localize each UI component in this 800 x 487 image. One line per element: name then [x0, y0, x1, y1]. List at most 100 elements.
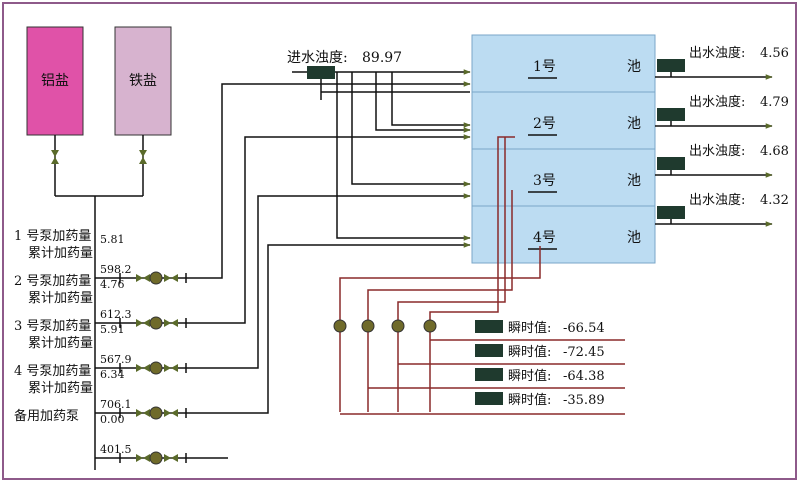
pump-label-5: 备用加药泵: [14, 408, 79, 424]
instant-value-sensors: 瞬时值: -66.54 瞬时值: -72.45 瞬时值: -64.38 瞬时值: -35.89: [333, 136, 625, 415]
instant-value-1: -66.54: [563, 321, 605, 336]
instant-sensor-1: [475, 320, 503, 333]
pump-motor-icon: [149, 451, 163, 465]
inlet-turbidity-value: 89.97: [362, 50, 402, 66]
inlet-turbidity-label: 进水浊度:: [287, 50, 348, 66]
pump-label-4: 4 号泵加药量: [14, 364, 91, 379]
inlet-sensor: [307, 66, 335, 79]
sampling-node-icon: [361, 319, 375, 333]
outlet-turbidity-value: 4.68: [760, 144, 789, 159]
pool-labels: 1号池2号池3号池4号池: [528, 59, 641, 250]
sampling-node-icon: [333, 319, 347, 333]
pump-valve-icon: [136, 409, 150, 417]
pool-suffix-3: 池: [627, 173, 641, 189]
pool-dividers: [472, 91, 655, 207]
pump-total-1: 598.2: [100, 263, 132, 276]
pump-line-1: [170, 81, 471, 279]
sampling-node-icon: [391, 319, 405, 333]
pump-motor-icon: [149, 361, 163, 375]
pool-name-2: 2号: [533, 116, 556, 132]
pump-label-1: 1 号泵加药量: [14, 229, 91, 244]
pump-line-4: [170, 242, 471, 414]
outlet-sensor-1: [657, 59, 685, 72]
pump-line-3: [170, 193, 471, 369]
red-line-1: [429, 136, 515, 412]
pump-valve-icon: [136, 274, 150, 282]
pool-name-3: 3号: [533, 173, 556, 189]
pump-rate-1: 5.81: [100, 233, 125, 246]
pump-total-2: 612.3: [100, 308, 132, 321]
pump-motor-icon: [149, 316, 163, 330]
inlet-branch-2b: [391, 72, 471, 128]
instant-label-3: 瞬时值:: [508, 368, 551, 384]
outlet-turbidity-label: 出水浊度:: [689, 143, 745, 159]
outlet-turbidity-value: 4.32: [760, 193, 789, 208]
outlet-sensor-4: [657, 206, 685, 219]
outlet-sensor-3: [657, 157, 685, 170]
pump-valve-icon: [136, 364, 150, 372]
instant-label-1: 瞬时值:: [508, 320, 551, 336]
inlet-branch-2: [375, 72, 471, 133]
instant-sensor-3: [475, 368, 503, 381]
pump-total-5: 401.5: [100, 443, 132, 456]
iron-salt-label: 铁盐: [129, 73, 157, 89]
pool-name-1: 1号: [533, 59, 556, 75]
pump-total-label-3: 累计加药量: [28, 336, 93, 351]
outlet-turbidity-label: 出水浊度:: [689, 192, 745, 208]
tank-pipes: [54, 135, 144, 470]
tank-valves: [51, 150, 147, 164]
pump-rate-4: 6.34: [100, 368, 125, 381]
pump-total-4: 706.1: [100, 398, 132, 411]
outer-frame: [2, 2, 797, 480]
pump-rate-3: 5.91: [100, 323, 125, 336]
pump-total-label-2: 累计加药量: [28, 291, 93, 306]
pool-suffix-4: 池: [627, 230, 641, 246]
instant-value-4: -35.89: [563, 393, 605, 408]
aluminum-salt-label: 铝盐: [41, 73, 69, 89]
sampling-node-icon: [423, 319, 437, 333]
outlet-turbidity-value: 4.79: [760, 95, 789, 110]
instant-sensor-4: [475, 392, 503, 405]
instant-label-4: 瞬时值:: [508, 392, 551, 408]
pump-label-2: 2 号泵加药量: [14, 274, 91, 289]
red-line-2: [397, 137, 506, 412]
pump-rate-2: 4.76: [100, 278, 125, 291]
pump-valve-icon: [136, 319, 150, 327]
instant-label-2: 瞬时值:: [508, 344, 551, 360]
outlet-sensors: 出水浊度: 4.56 出水浊度: 4.79 出水浊度: 4.68 出水浊度: 4.32: [655, 45, 789, 227]
pump-rate-5: 0.00: [100, 413, 125, 426]
pump-valve-icon: [164, 409, 178, 417]
pump-label-3: 3 号泵加药量: [14, 319, 91, 334]
red-line-4: [339, 246, 541, 412]
pool-suffix-1: 池: [627, 59, 641, 75]
pump-motor-icon: [149, 406, 163, 420]
outlet-turbidity-value: 4.56: [760, 46, 789, 61]
flow-lines: [170, 69, 471, 414]
pump-valve-icon: [164, 319, 178, 327]
red-line-3: [367, 190, 513, 412]
inlet-branch-4: [336, 72, 471, 241]
pump-valve-icon: [164, 454, 178, 462]
iron-salt-tank: [114, 26, 172, 136]
instant-value-2: -72.45: [563, 345, 605, 360]
tank-valve-icon[interactable]: [51, 150, 59, 164]
pool-suffix-2: 池: [627, 116, 641, 132]
inlet-branch-3: [351, 72, 471, 187]
instant-sensor-2: [475, 344, 503, 357]
outlet-turbidity-label: 出水浊度:: [689, 45, 745, 61]
pump-valve-icon: [164, 364, 178, 372]
outlet-turbidity-label: 出水浊度:: [689, 94, 745, 110]
pump-motor-icon: [149, 271, 163, 285]
pump-total-label-4: 累计加药量: [28, 381, 93, 396]
pump-valve-icon: [136, 454, 150, 462]
outlet-sensor-2: [657, 108, 685, 121]
pump-total-3: 567.9: [100, 353, 132, 366]
tank-valve-icon[interactable]: [139, 150, 147, 164]
pump-valve-icon: [164, 274, 178, 282]
pool-name-4: 4号: [533, 230, 556, 246]
instant-value-3: -64.38: [563, 369, 605, 384]
pump-total-label-1: 累计加药量: [28, 246, 93, 261]
